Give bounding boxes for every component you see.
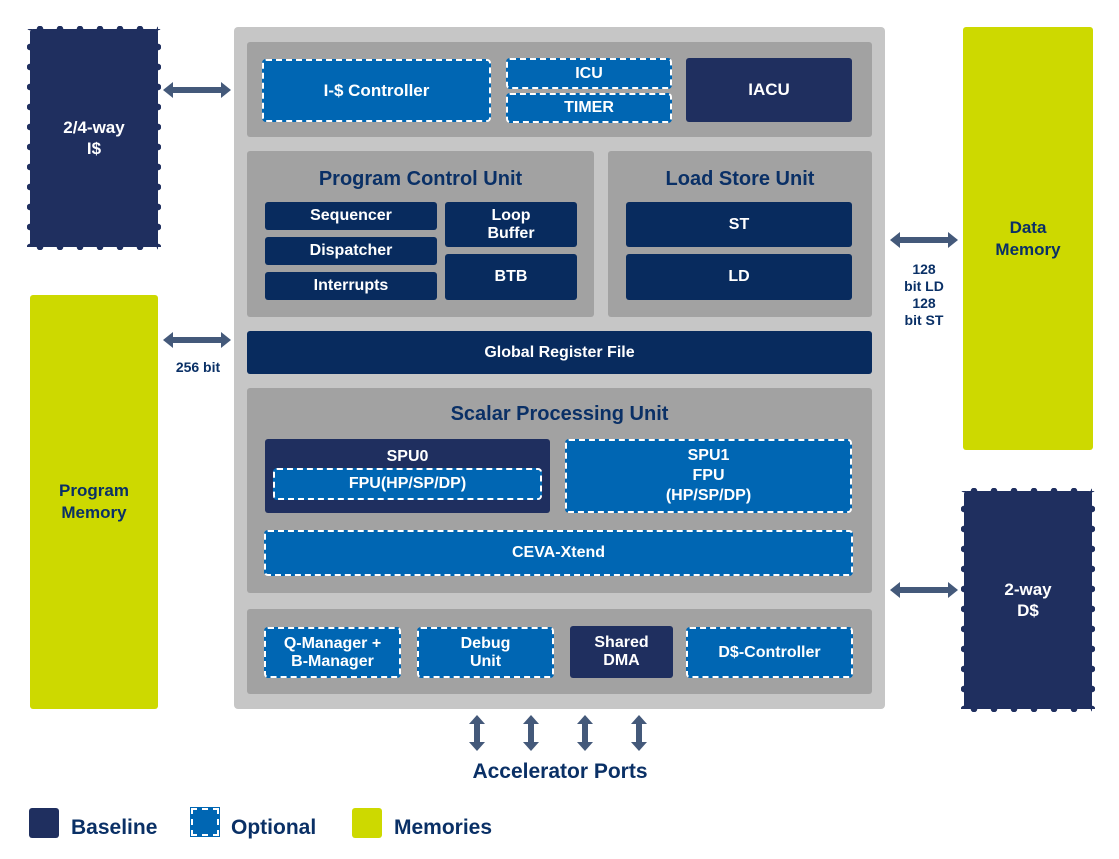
accelerator-port-arrow [631,715,647,751]
data-memory-label: Data Memory [995,217,1061,259]
debug-unit-block: Debug Unit [417,627,554,678]
qmanager-block: Q-Manager + B-Manager [264,627,401,678]
accelerator-port-arrow [577,715,593,751]
ceva-xtend-block: CEVA-Xtend [264,530,853,576]
legend-label-baseline: Baseline [71,816,158,839]
decor-dots [30,26,158,32]
dcache-block: 2-way D$ [961,488,1095,712]
dcache-label: 2-way D$ [1004,580,1052,620]
program-control-unit-title: Program Control Unit [318,168,523,190]
btb-block: BTB [445,254,577,300]
dispatcher-label: Dispatcher [309,242,393,259]
icache-bus-arrow [163,82,231,98]
loop-buffer-label: Loop Buffer [487,206,535,242]
spu1-block: SPU1 FPU (HP/SP/DP) [565,439,852,513]
legend-label-memories: Memories [394,816,493,839]
loop-buffer-block: Loop Buffer [445,202,577,247]
shared-dma-label: Shared DMA [594,634,649,669]
icu-label: ICU [575,64,603,82]
accelerator-port-arrow [523,715,539,751]
decor-dots [964,488,1092,494]
scalar-processing-unit-title: Scalar Processing Unit [450,403,669,425]
program-bus-label: 256 bit [175,359,221,375]
data-memory-block: Data Memory [963,27,1093,450]
dispatcher-block: Dispatcher [265,237,437,265]
spu0-fpu-label: FPU(HP/SP/DP) [348,475,467,492]
ceva-xtend-label: CEVA-Xtend [511,544,606,561]
load-store-unit-title: Load Store Unit [665,168,815,190]
dcache-controller-label: D$-Controller [718,643,821,661]
icache-block: 2/4-way I$ [27,26,161,250]
dcache-controller-block: D$-Controller [686,627,853,678]
st-label: ST [728,215,750,233]
iacu-label: IACU [748,80,790,99]
spu0-block: SPU0 FPU(HP/SP/DP) [265,439,550,513]
data-bus-arrow [890,232,958,248]
btb-label: BTB [494,268,528,285]
icache-controller-label: I-$ Controller [323,80,430,100]
legend-swatch-baseline [29,808,59,838]
shared-dma-block: Shared DMA [570,626,673,678]
timer-block: TIMER [506,93,672,123]
spu0-fpu-block: FPU(HP/SP/DP) [273,468,542,500]
program-memory-block: Program Memory [30,295,158,709]
data-bus-label: 128 bit LD 128 bit ST [904,261,944,328]
decor-dots [30,244,158,250]
global-register-file-block: Global Register File [247,331,872,374]
program-memory-label: Program Memory [59,481,129,522]
program-bus-arrow [163,332,231,348]
timer-label: TIMER [564,99,614,116]
spu0-label: SPU0 [386,448,429,465]
global-register-file-label: Global Register File [484,343,635,361]
qmanager-label: Q-Manager + B-Manager [283,634,382,670]
sequencer-block: Sequencer [265,202,437,230]
legend-swatch-optional [190,807,220,837]
icache-controller-block: I-$ Controller [262,59,491,122]
spu1-label: SPU1 FPU (HP/SP/DP) [665,447,752,504]
legend-label-optional: Optional [231,816,317,839]
interrupts-block: Interrupts [265,272,437,300]
decor-dots [964,706,1092,712]
iacu-block: IACU [686,58,852,122]
dcache-bus-arrow [890,582,958,598]
ld-label: LD [728,268,750,285]
icu-block: ICU [506,58,672,89]
accelerator-ports-label: Accelerator Ports [472,760,648,783]
debug-unit-label: Debug Unit [460,634,511,670]
st-block: ST [626,202,852,247]
interrupts-label: Interrupts [313,277,389,294]
sequencer-label: Sequencer [310,207,392,224]
accelerator-port-arrow [469,715,485,751]
icache-label: 2/4-way I$ [63,118,125,158]
ld-block: LD [626,254,852,300]
legend-swatch-memories [352,808,382,838]
